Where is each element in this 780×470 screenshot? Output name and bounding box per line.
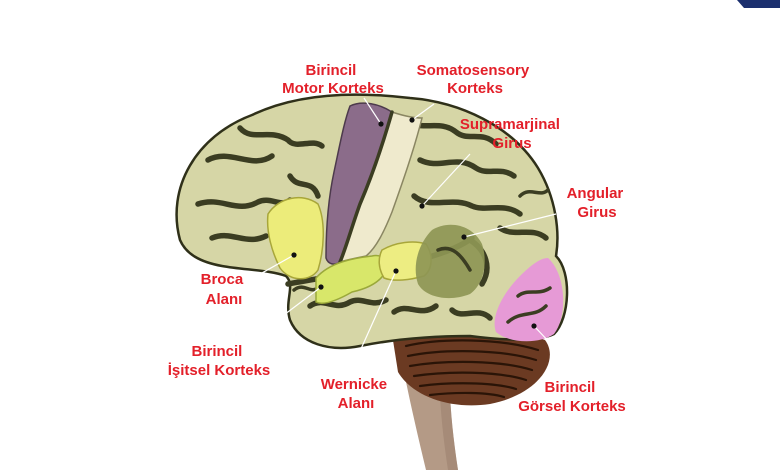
broca-region <box>266 196 325 280</box>
corner-logo <box>737 0 780 8</box>
wernicke-marker <box>393 268 399 274</box>
broca-label: Broca Alanı <box>201 271 248 308</box>
somatosensory-marker <box>409 117 415 123</box>
supramarginal-marker <box>419 203 425 209</box>
broca-marker <box>291 252 297 258</box>
leader-lines <box>245 97 571 365</box>
angular-gyrus-marker <box>461 234 467 240</box>
visual-cortex-label: Birincil Görsel Korteks <box>518 379 626 415</box>
visual-cortex-marker <box>531 323 537 329</box>
angular-gyrus-label: Angular Girus <box>567 185 628 221</box>
wernicke-label: Wernicke Alanı <box>321 376 392 412</box>
auditory-label: Birincil İşitsel Korteks <box>168 343 271 379</box>
angular-gyrus-region <box>415 224 485 299</box>
supramarginal-label: Supramarjinal Girus <box>460 116 564 152</box>
auditory-marker <box>318 284 324 290</box>
cerebellum-folds <box>404 339 540 399</box>
motor-cortex-marker <box>378 121 384 127</box>
marker-dots <box>291 117 537 329</box>
somatosensory-label: Somatosensory Korteks <box>417 62 534 97</box>
motor-cortex-label: Birincil Motor Korteks <box>282 62 384 97</box>
